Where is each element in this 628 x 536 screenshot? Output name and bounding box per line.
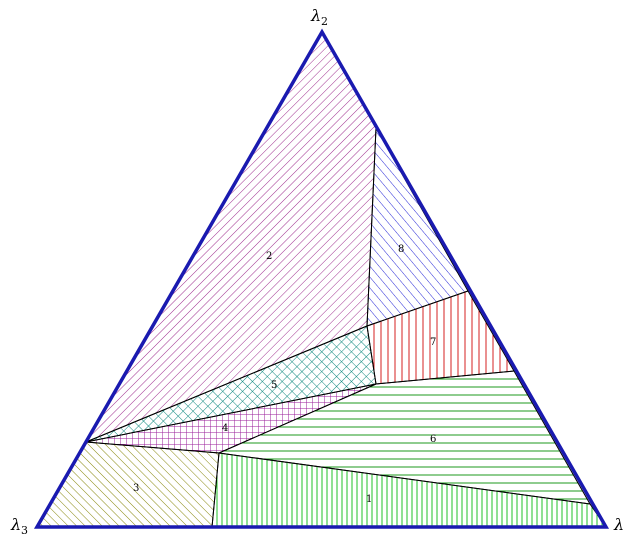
vertex-label-left: λ 3 xyxy=(10,515,28,536)
region-label-3: 3 xyxy=(133,483,139,494)
vertex-left-subscript: 3 xyxy=(21,524,28,536)
region-label-5: 5 xyxy=(271,380,277,391)
region-3 xyxy=(36,441,220,528)
vertex-label-right: λ xyxy=(613,515,624,534)
region-label-1: 1 xyxy=(366,494,372,505)
vertex-top-symbol: λ xyxy=(310,6,321,25)
region-label-2: 2 xyxy=(266,251,272,262)
vertex-right-symbol: λ xyxy=(613,515,624,534)
region-label-8: 8 xyxy=(398,244,404,255)
vertex-left-symbol: λ xyxy=(10,515,21,534)
vertex-top-subscript: 2 xyxy=(321,15,328,28)
vertex-label-top: λ 2 xyxy=(310,6,328,28)
ternary-triangle xyxy=(33,28,610,529)
region-label-6: 6 xyxy=(430,434,436,445)
regions xyxy=(36,30,607,528)
region-labels: 1 2 3 4 5 6 7 8 xyxy=(133,244,436,505)
region-label-4: 4 xyxy=(222,423,228,434)
region-label-7: 7 xyxy=(430,337,436,348)
